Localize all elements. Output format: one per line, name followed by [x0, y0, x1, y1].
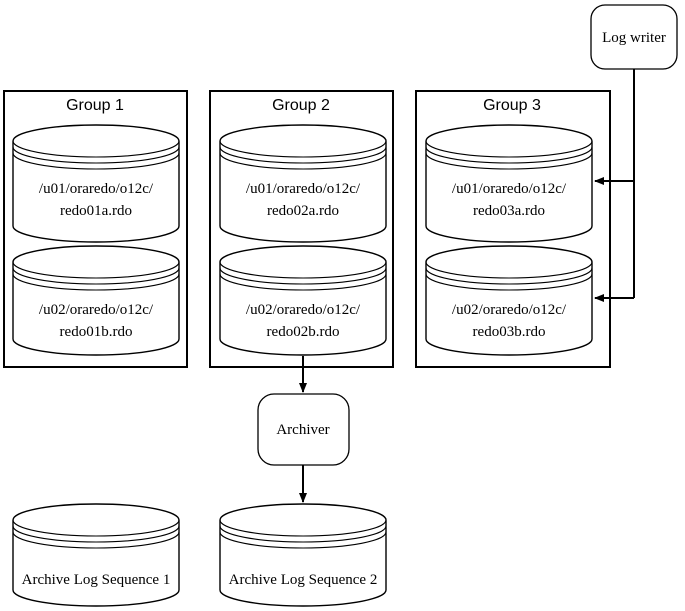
redo-member-cylinder: /u01/oraredo/o12c/ redo01a.rdo — [12, 124, 180, 243]
redo-member-path: /u02/oraredo/o12c/ — [246, 302, 361, 318]
redo-member-file: redo02b.rdo — [267, 324, 340, 340]
redo-member-file: redo03b.rdo — [473, 324, 546, 340]
redo-member-cylinder: /u02/oraredo/o12c/ redo01b.rdo — [12, 245, 180, 356]
redo-member-cylinder: /u02/oraredo/o12c/ redo02b.rdo — [219, 245, 387, 356]
redo-member-path: /u01/oraredo/o12c/ — [39, 181, 154, 197]
archive-log-cylinder: Archive Log Sequence 2 — [219, 503, 387, 607]
redo-member-cylinder: /u01/oraredo/o12c/ redo02a.rdo — [219, 124, 387, 243]
group-3-title: Group 3 — [483, 97, 541, 114]
redo-member-path: /u02/oraredo/o12c/ — [39, 302, 154, 318]
archiver-process: Archiver — [257, 393, 350, 466]
archive-log-cylinder: Archive Log Sequence 1 — [12, 503, 180, 607]
archiver-label: Archiver — [276, 422, 329, 438]
group-2-title: Group 2 — [272, 97, 330, 114]
redo-member-cylinder: /u02/oraredo/o12c/ redo03b.rdo — [425, 245, 593, 356]
redo-member-file: redo02a.rdo — [267, 203, 339, 219]
group-3: Group 3 /u01/oraredo/o12c/ redo03a.rdo /… — [415, 90, 611, 368]
log-writer-process: Log writer — [590, 4, 678, 70]
redo-member-path: /u02/oraredo/o12c/ — [452, 302, 567, 318]
redo-member-file: redo01b.rdo — [60, 324, 133, 340]
group-1-title: Group 1 — [66, 97, 124, 114]
log-writer-label: Log writer — [602, 30, 666, 46]
redo-member-path: /u01/oraredo/o12c/ — [452, 181, 567, 197]
group-1: Group 1 /u01/oraredo/o12c/ redo01a.rdo /… — [3, 90, 188, 368]
redo-member-cylinder: /u01/oraredo/o12c/ redo03a.rdo — [425, 124, 593, 243]
redo-member-file: redo01a.rdo — [60, 203, 132, 219]
archive-log-label: Archive Log Sequence 2 — [229, 572, 378, 588]
archive-log-label: Archive Log Sequence 1 — [22, 572, 171, 588]
redo-member-file: redo03a.rdo — [473, 203, 545, 219]
group-2: Group 2 /u01/oraredo/o12c/ redo02a.rdo /… — [209, 90, 394, 368]
redo-member-path: /u01/oraredo/o12c/ — [246, 181, 361, 197]
